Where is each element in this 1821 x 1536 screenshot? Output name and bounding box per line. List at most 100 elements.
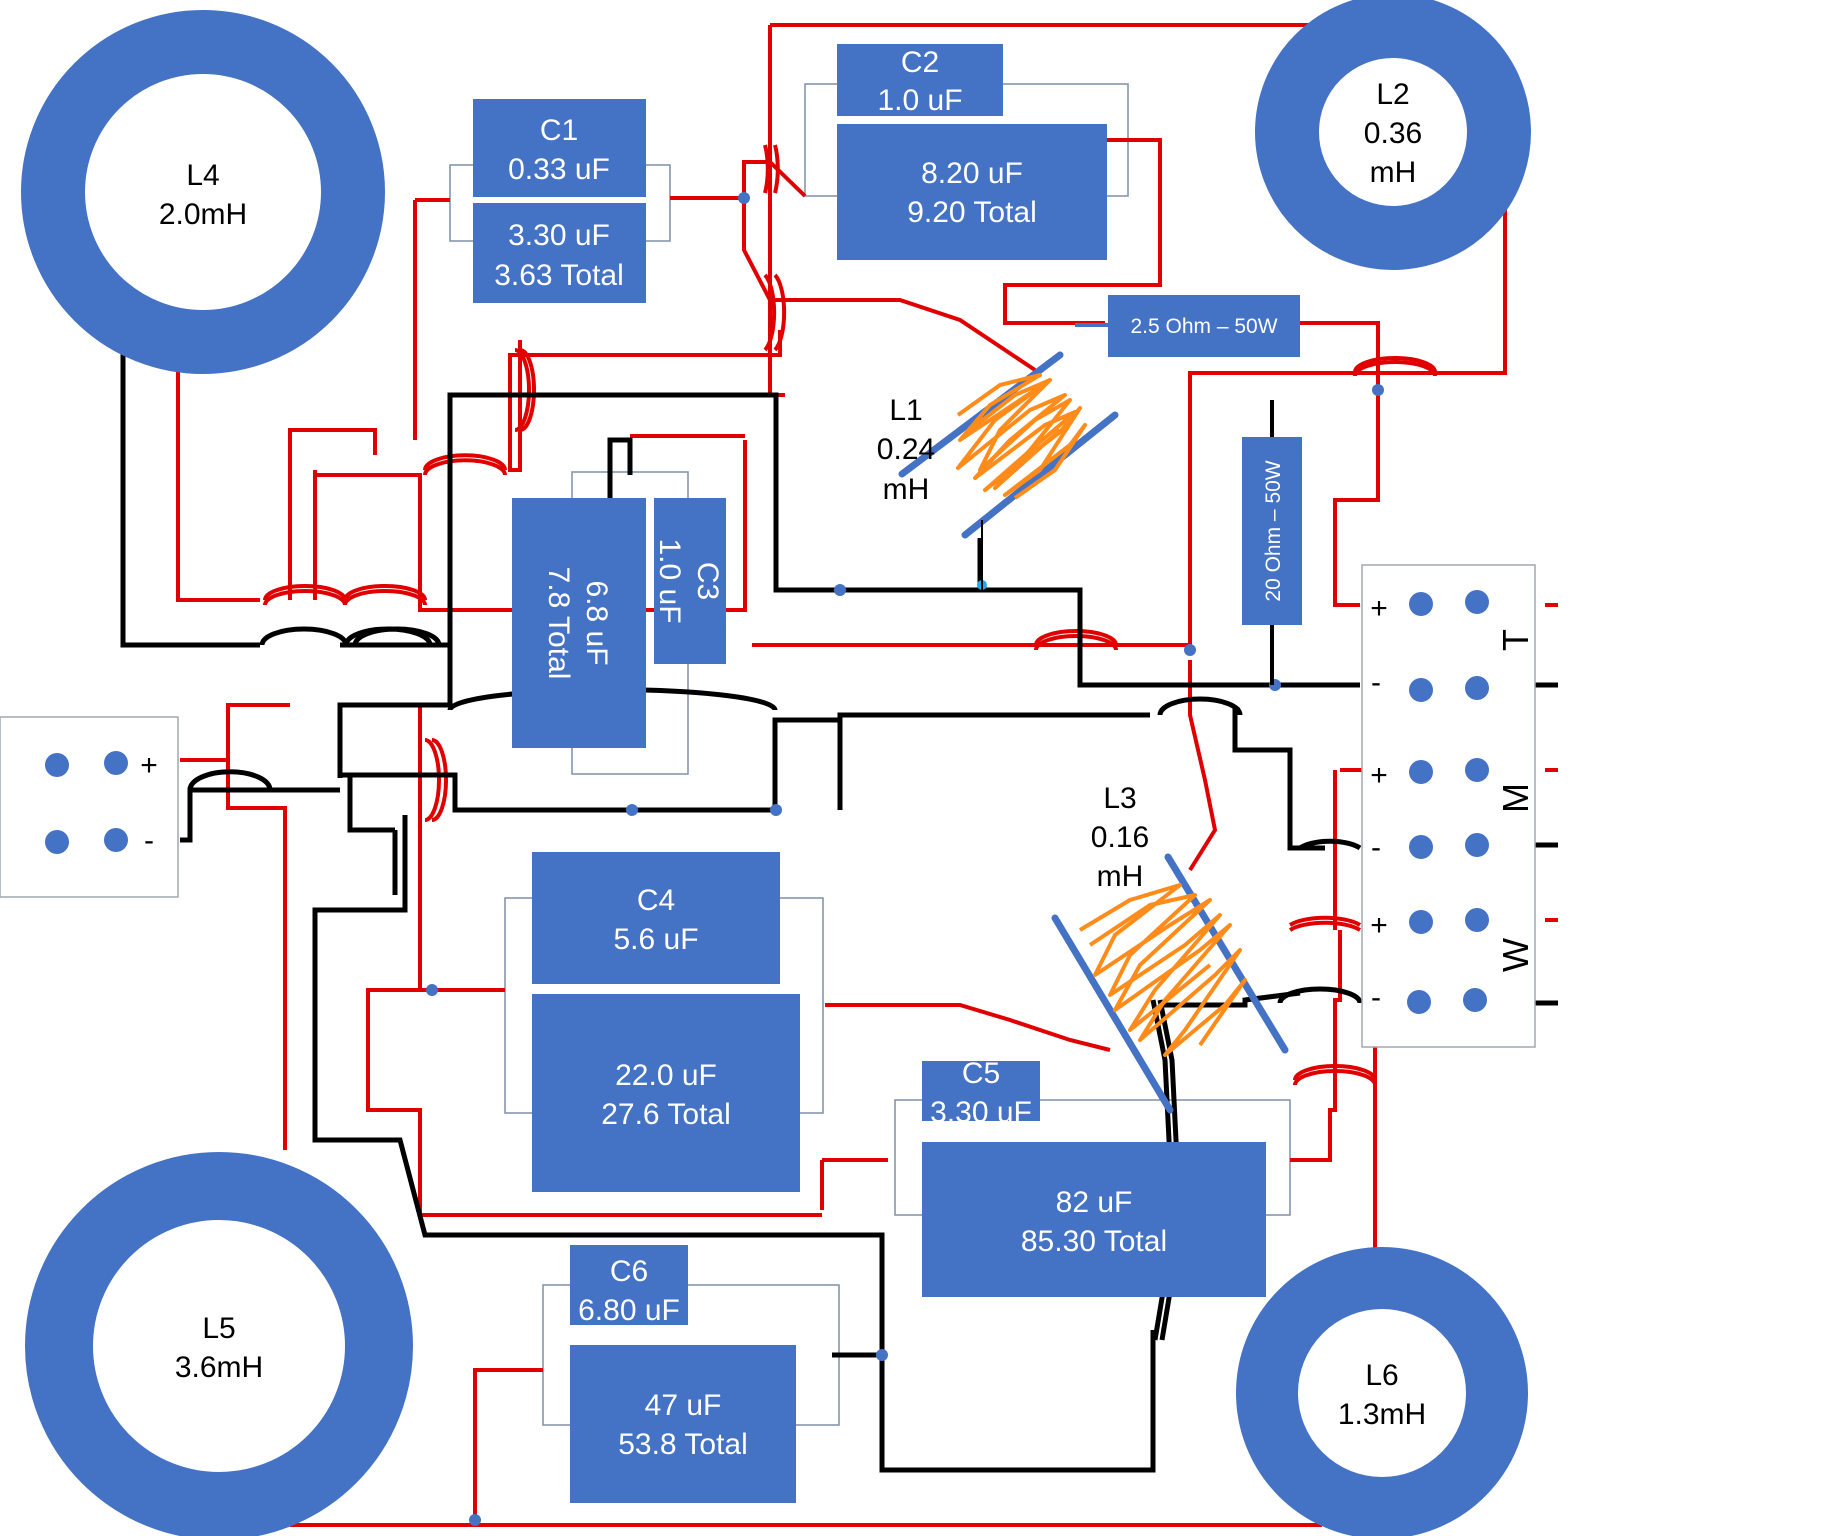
junction-dot [469, 1514, 481, 1526]
junction-dot [738, 192, 750, 204]
coil-winding [956, 373, 1087, 500]
capacitor-c4-name: C4 [637, 884, 675, 917]
junction-dot [1184, 644, 1196, 656]
capacitor-c3-extra: 6.8 uF [580, 580, 613, 665]
input-terminal: + - [0, 716, 179, 898]
capacitor-c2-total: 9.20 Total [907, 196, 1037, 229]
output-terminal-screw [1463, 988, 1487, 1012]
output-terminal-plus: + [1370, 759, 1388, 792]
output-terminal: + - + - + - T M W [1361, 564, 1536, 1048]
toroid-l4: L4 2.0mH [21, 10, 385, 374]
toroid-l5-value: 3.6mH [175, 1351, 263, 1384]
toroid-l2-value: 0.36 [1364, 117, 1422, 150]
air-coil-l3-unit: mH [1097, 860, 1144, 893]
toroid-l5: L5 3.6mH [25, 1152, 413, 1536]
output-terminal-screw [1409, 760, 1433, 784]
output-group-label-t: T [1495, 629, 1536, 651]
input-terminal-screw [45, 753, 69, 777]
toroid-l6: L6 1.3mH [1236, 1247, 1528, 1536]
capacitor-c3: C3 1.0 uF 6.8 uF 7.8 Total [512, 498, 726, 748]
toroid-l6-value: 1.3mH [1338, 1398, 1426, 1431]
positive-crossover-humps [263, 144, 1437, 1086]
output-terminal-minus: - [1371, 831, 1381, 864]
output-terminal-screw [1409, 592, 1433, 616]
capacitor-c5-name: C5 [962, 1057, 1000, 1090]
capacitor-c6-value: 6.80 uF [578, 1294, 680, 1327]
toroid-l6-name: L6 [1365, 1359, 1398, 1392]
output-terminal-screw [1409, 910, 1433, 934]
toroid-l5-name: L5 [202, 1312, 235, 1345]
capacitor-c1-total: 3.63 Total [494, 259, 624, 292]
coil-winding [1088, 893, 1222, 1032]
junction-dots [426, 192, 1384, 1526]
air-coil-l1: L1 0.24 mH [877, 351, 1119, 590]
output-terminal-screw [1465, 908, 1489, 932]
toroid-l2-name: L2 [1376, 78, 1409, 111]
junction-dot [626, 804, 638, 816]
resistor-r2-label: 20 Ohm – 50W [1262, 460, 1285, 601]
capacitor-c2-value: 1.0 uF [877, 84, 962, 117]
capacitor-c5-extra: 82 uF [1056, 1186, 1133, 1219]
capacitor-c5: C5 3.30 uF 82 uF 85.30 Total [922, 1057, 1266, 1297]
toroid-l2-unit: mH [1370, 156, 1417, 189]
output-terminal-screw [1409, 835, 1433, 859]
resistor-r1: 2.5 Ohm – 50W [1075, 295, 1300, 357]
air-coil-l1-name: L1 [889, 394, 922, 427]
capacitor-c1-value: 0.33 uF [508, 153, 610, 186]
capacitor-c6-total: 53.8 Total [618, 1428, 748, 1461]
negative-wiring [120, 350, 1558, 1473]
output-terminal-minus: - [1371, 981, 1381, 1014]
output-terminal-screw [1465, 676, 1489, 700]
negative-crossover-humps [187, 626, 1363, 1004]
input-terminal-screw [45, 830, 69, 854]
coil-winding [968, 378, 1072, 490]
coil-winding [1078, 883, 1247, 1057]
output-terminal-screw [1465, 758, 1489, 782]
output-terminal-screw [1465, 590, 1489, 614]
junction-dot [876, 1349, 888, 1361]
output-terminal-plus: + [1370, 909, 1388, 942]
capacitor-c4-extra: 22.0 uF [615, 1059, 717, 1092]
capacitor-c6-name: C6 [610, 1255, 648, 1288]
output-terminal-screw [1407, 990, 1431, 1014]
output-group-label-m: M [1495, 783, 1536, 813]
capacitor-c2-name: C2 [901, 46, 939, 79]
air-coil-l3-value: 0.16 [1091, 821, 1149, 854]
junction-dot [1372, 384, 1384, 396]
input-terminal-minus: - [144, 824, 154, 857]
capacitor-c1-name: C1 [540, 114, 578, 147]
air-coil-l1-value: 0.24 [877, 433, 935, 466]
capacitor-c5-value: 3.30 uF [930, 1096, 1032, 1129]
air-coil-l3: L3 0.16 mH [1051, 782, 1289, 1114]
capacitor-c4-value: 5.6 uF [613, 923, 698, 956]
capacitor-c4: C4 5.6 uF 22.0 uF 27.6 Total [532, 852, 800, 1192]
capacitor-c3-value: 1.0 uF [653, 538, 686, 623]
output-terminal-screw [1465, 833, 1489, 857]
capacitor-c5-total: 85.30 Total [1021, 1225, 1167, 1258]
capacitor-c4-total: 27.6 Total [601, 1098, 731, 1131]
input-terminal-screw [104, 828, 128, 852]
toroid-l4-name: L4 [186, 159, 219, 192]
output-group-label-w: W [1495, 938, 1536, 972]
output-terminal-minus: - [1371, 666, 1381, 699]
capacitor-c2: C2 1.0 uF 8.20 uF 9.20 Total [837, 44, 1107, 260]
output-terminal-plus: + [1370, 592, 1388, 625]
resistor-r1-label: 2.5 Ohm – 50W [1130, 315, 1277, 338]
capacitor-c1: C1 0.33 uF 3.30 uF 3.63 Total [473, 99, 646, 303]
resistor-r2: 20 Ohm – 50W [1242, 400, 1302, 685]
capacitor-c2-extra: 8.20 uF [921, 157, 1023, 190]
junction-dot [426, 984, 438, 996]
junction-dot [770, 804, 782, 816]
toroid-l2: L2 0.36 mH [1255, 0, 1531, 270]
capacitor-c6: C6 6.80 uF 47 uF 53.8 Total [570, 1245, 796, 1503]
air-coil-l3-name: L3 [1103, 782, 1136, 815]
output-terminal-screw [1409, 678, 1433, 702]
junction-dot [834, 584, 846, 596]
input-terminal-plus: + [140, 749, 158, 782]
toroid-l4-value: 2.0mH [159, 198, 247, 231]
capacitor-c3-total: 7.8 Total [542, 567, 575, 680]
capacitor-c1-extra: 3.30 uF [508, 219, 610, 252]
input-terminal-screw [104, 751, 128, 775]
air-coil-l1-unit: mH [883, 473, 930, 506]
